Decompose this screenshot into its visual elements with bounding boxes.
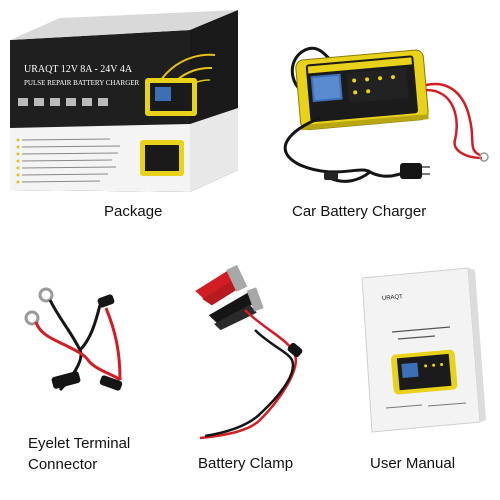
eyelet-caption-line1: Eyelet Terminal <box>28 435 131 452</box>
box-subtitle: PULSE REPAIR BATTERY CHARGER <box>24 79 140 87</box>
package-panel: URAQT 12V 8A - 24V 4A PULSE REPAIR BATTE… <box>0 0 250 230</box>
package-caption: Package <box>104 203 163 220</box>
charger-caption: Car Battery Charger <box>292 203 427 220</box>
manual-caption: User Manual <box>370 455 456 472</box>
charger-panel: Car Battery Charger <box>250 0 500 230</box>
clamp-caption: Battery Clamp <box>198 455 294 472</box>
user-manual-image: URAQT <box>361 267 486 433</box>
box-brand-line: URAQT 12V 8A - 24V 4A <box>24 64 133 75</box>
eyelet-connector-image <box>24 287 123 392</box>
eyelet-caption-line2: Connector <box>28 456 98 473</box>
package-box-image: URAQT 12V 8A - 24V 4A PULSE REPAIR BATTE… <box>10 10 238 192</box>
clamp-panel: Battery Clamp <box>170 260 330 500</box>
manual-brand: URAQT <box>382 294 404 302</box>
battery-clamp-image <box>195 264 303 440</box>
manual-panel: URAQT User Manual <box>330 260 500 500</box>
battery-charger-image <box>283 46 489 183</box>
eyelet-panel: Eyelet Terminal Connector <box>0 260 170 500</box>
